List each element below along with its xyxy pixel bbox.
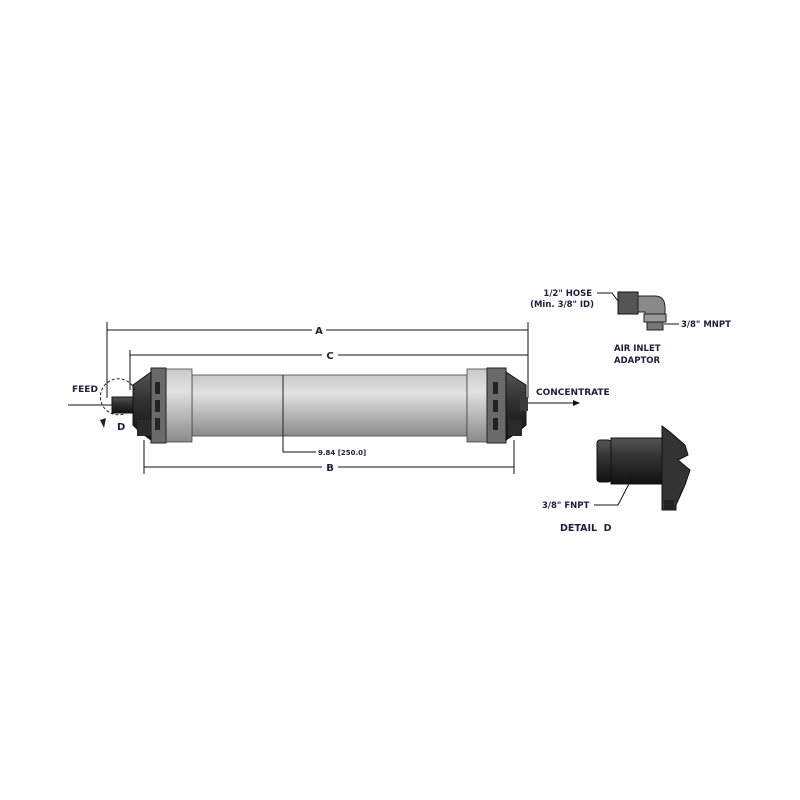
hose-label-line2: (Min. 3/8" ID) [530, 300, 594, 310]
membrane-module [111, 367, 528, 444]
dim-a-label: A [315, 326, 323, 337]
air-inlet-adaptor [617, 291, 667, 331]
fnpt-label: 3/8" FNPT [542, 501, 589, 511]
detail-title: DETAIL D [560, 523, 612, 534]
center-dimension-label: 9.84 [250.0] [318, 449, 366, 457]
concentrate-label: CONCENTRATE [536, 388, 610, 398]
hose-label-line1: 1/2" HOSE [543, 289, 592, 299]
air-inlet-label-line1: AIR INLET [614, 344, 661, 354]
dimension-a: A [106, 322, 529, 398]
dim-b-label: B [326, 463, 334, 474]
detail-d-fitting [596, 425, 691, 511]
dimension-b: B [143, 440, 515, 474]
air-inlet-label-line2: ADAPTOR [614, 356, 660, 366]
dimension-c: C [129, 350, 528, 390]
detail-callout-label: D [117, 422, 125, 433]
feed-label: FEED [72, 385, 98, 395]
dim-c-label: C [326, 351, 333, 362]
mnpt-label: 3/8" MNPT [681, 320, 731, 330]
